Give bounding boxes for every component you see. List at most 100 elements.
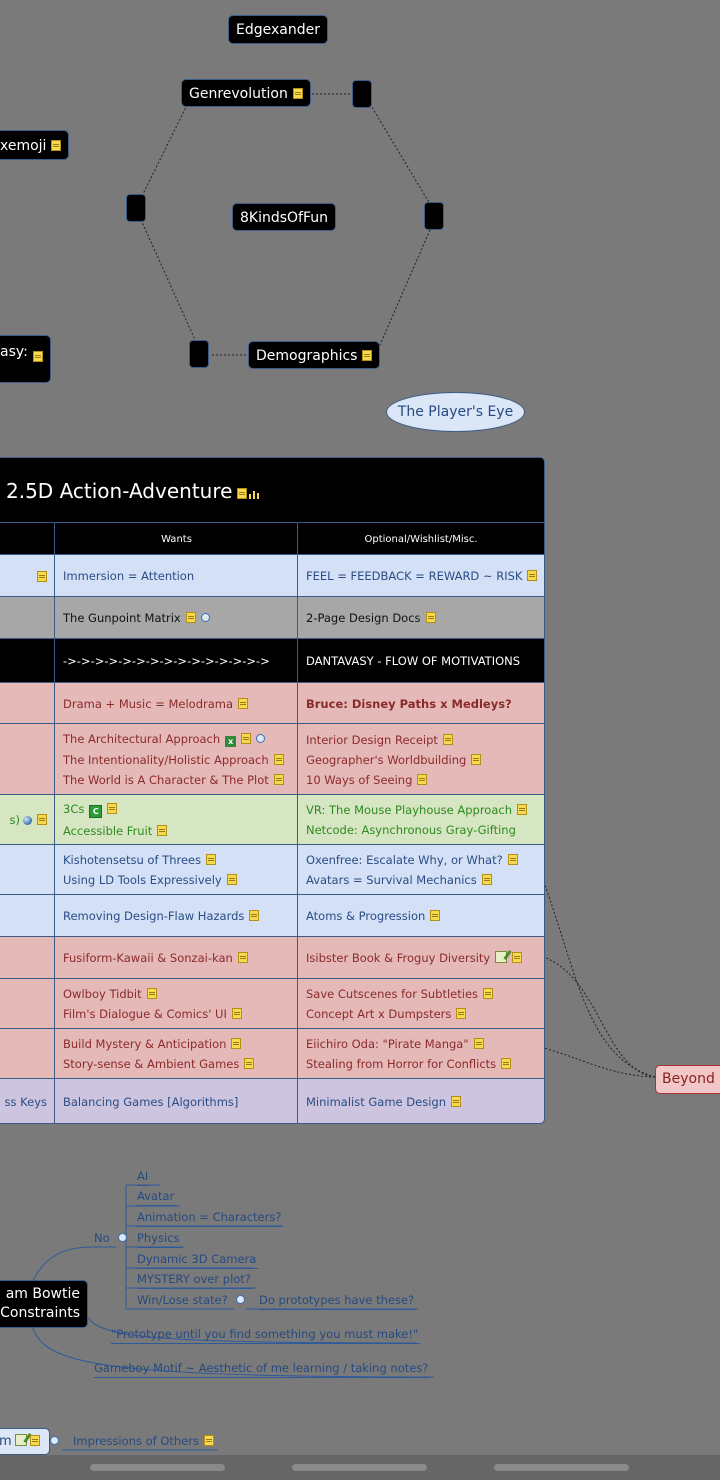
wants-cell[interactable]: Kishotensetsu of Threes Using LD Tools E… — [54, 845, 298, 895]
note-icon[interactable] — [527, 570, 538, 581]
topic[interactable]: Balancing Games [Algorithms] — [63, 1094, 239, 1109]
row-label-cell[interactable] — [0, 1029, 55, 1079]
scroll-handle[interactable] — [494, 1464, 629, 1471]
topic[interactable]: Interior Design Receipt — [306, 732, 438, 747]
topic-ai[interactable]: AI — [137, 1169, 151, 1186]
node-beyond[interactable]: Beyond — [655, 1065, 720, 1094]
topic[interactable]: Concept Art x Dumpsters — [306, 1007, 452, 1021]
topic[interactable]: Netcode: Asynchronous Gray-Gifting — [306, 823, 516, 837]
topic[interactable]: The Gunpoint Matrix — [63, 611, 181, 625]
node-empty[interactable] — [189, 340, 209, 368]
topic[interactable]: Kishotensetsu of Threes — [63, 853, 202, 867]
topic[interactable]: Atoms & Progression — [306, 909, 426, 923]
optional-cell[interactable]: Oxenfree: Escalate Why, or What? Avatars… — [297, 845, 544, 895]
wants-cell[interactable]: Immersion = Attention — [54, 555, 298, 597]
expand-icon[interactable] — [200, 613, 210, 622]
topic[interactable]: The Architectural Approach — [63, 732, 221, 746]
note-icon[interactable] — [51, 140, 62, 151]
row-label-cell[interactable]: s) — [0, 795, 55, 845]
row-label-cell[interactable] — [0, 895, 55, 937]
note-icon[interactable] — [471, 753, 482, 765]
optional-cell[interactable]: Bruce: Disney Paths x Medleys? — [297, 683, 544, 724]
edit-note-icon[interactable] — [495, 951, 508, 963]
note-icon[interactable] — [507, 854, 518, 865]
node-empty[interactable] — [424, 202, 444, 230]
topic[interactable]: Isibster Book & Froguy Diversity — [306, 951, 491, 965]
note-icon[interactable] — [29, 1435, 40, 1446]
optional-cell[interactable]: Save Cutscenes for Subtleties Concept Ar… — [297, 979, 544, 1029]
topic[interactable]: VR: The Mouse Playhouse Approach — [306, 803, 513, 817]
row-label-cell[interactable] — [0, 555, 55, 597]
node-bowtie-root[interactable]: am Bowtie Constraints — [0, 1280, 88, 1328]
optional-cell[interactable]: FEEL = FEEDBACK = REWARD ~ RISK — [297, 555, 544, 597]
topic[interactable]: Avatars = Survival Mechanics — [306, 873, 477, 887]
chart-icon[interactable] — [249, 490, 260, 499]
topic[interactable]: Geographer's Worldbuilding — [306, 752, 467, 767]
row-label-cell[interactable] — [0, 979, 55, 1029]
topic-animation[interactable]: Animation = Characters? — [137, 1210, 284, 1227]
note-icon[interactable] — [37, 570, 47, 582]
note-icon[interactable] — [512, 952, 523, 963]
wants-cell[interactable]: Owlboy Tidbit Film's Dialogue & Comics' … — [54, 979, 298, 1029]
wants-cell[interactable]: Drama + Music = Melodrama — [54, 683, 298, 724]
topic[interactable]: DANTAVASY - FLOW OF MOTIVATIONS — [306, 654, 521, 668]
topic-physics[interactable]: Physics — [137, 1231, 182, 1248]
note-icon[interactable] — [249, 910, 260, 921]
node-edgexander[interactable]: Edgexander — [228, 15, 328, 44]
node-8kindsoffun[interactable]: 8KindsOfFun — [232, 203, 337, 231]
note-icon[interactable] — [292, 88, 303, 99]
node-emoji-partial[interactable]: xemoji — [0, 130, 70, 160]
expand-icon[interactable] — [256, 734, 266, 743]
c-badge-icon[interactable]: C — [89, 805, 103, 818]
topic[interactable]: Using LD Tools Expressively — [63, 873, 222, 887]
topic[interactable]: ->->->->->->->->->->->->->->-> — [63, 654, 270, 668]
note-icon[interactable] — [417, 773, 428, 785]
note-icon[interactable] — [146, 988, 157, 999]
spreadsheet-icon[interactable]: x — [225, 736, 237, 747]
note-icon[interactable] — [107, 803, 118, 814]
node-demographics[interactable]: Demographics — [248, 341, 381, 369]
node-empty[interactable] — [352, 80, 372, 108]
topic[interactable]: s) — [9, 813, 20, 827]
note-icon[interactable] — [37, 814, 47, 825]
row-label-cell[interactable] — [0, 845, 55, 895]
note-icon[interactable] — [231, 1038, 242, 1049]
topic[interactable]: Oxenfree: Escalate Why, or What? — [306, 853, 503, 867]
note-icon[interactable] — [483, 988, 494, 999]
note-icon[interactable] — [501, 1058, 512, 1069]
node-bottom-partial[interactable]: m — [0, 1428, 50, 1455]
wants-cell[interactable]: The Gunpoint Matrix — [54, 597, 298, 639]
topic-camera[interactable]: Dynamic 3D Camera — [137, 1252, 259, 1269]
globe-icon[interactable] — [23, 816, 32, 825]
note-icon[interactable] — [226, 874, 237, 885]
note-icon[interactable] — [241, 733, 252, 744]
note-icon[interactable] — [237, 488, 248, 499]
note-icon[interactable] — [442, 733, 453, 745]
note-icon[interactable] — [32, 351, 43, 362]
note-icon[interactable] — [425, 612, 436, 623]
note-icon[interactable] — [362, 350, 373, 361]
note-icon[interactable] — [473, 1038, 484, 1049]
topic[interactable]: Eiichiro Oda: "Pirate Manga" — [306, 1037, 469, 1051]
note-icon[interactable] — [456, 1008, 467, 1019]
topic[interactable]: 10 Ways of Seeing — [306, 772, 413, 787]
scroll-handle[interactable] — [90, 1464, 225, 1471]
topic[interactable]: 2-Page Design Docs — [306, 611, 421, 625]
note-icon[interactable] — [185, 612, 196, 623]
topic[interactable]: Bruce: Disney Paths x Medleys? — [306, 696, 512, 711]
note-icon[interactable] — [430, 910, 441, 921]
optional-cell[interactable]: Atoms & Progression — [297, 895, 544, 937]
row-label-cell[interactable] — [0, 724, 55, 795]
note-icon[interactable] — [273, 754, 284, 765]
topic[interactable]: ss Keys — [4, 1094, 47, 1109]
grid-title[interactable]: 2.5D Action-Adventure — [0, 458, 544, 522]
topic[interactable]: The Intentionality/Holistic Approach — [63, 753, 269, 767]
wants-cell[interactable]: ->->->->->->->->->->->->->->-> — [54, 639, 298, 683]
note-icon[interactable] — [244, 1058, 255, 1069]
topic[interactable]: 3Cs — [63, 802, 85, 816]
wants-cell[interactable]: Removing Design-Flaw Hazards — [54, 895, 298, 937]
note-icon[interactable] — [238, 697, 249, 709]
optional-cell[interactable]: 2-Page Design Docs — [297, 597, 544, 639]
topic-gameboy[interactable]: Gameboy Motif ~ Aesthetic of me learning… — [94, 1361, 431, 1378]
